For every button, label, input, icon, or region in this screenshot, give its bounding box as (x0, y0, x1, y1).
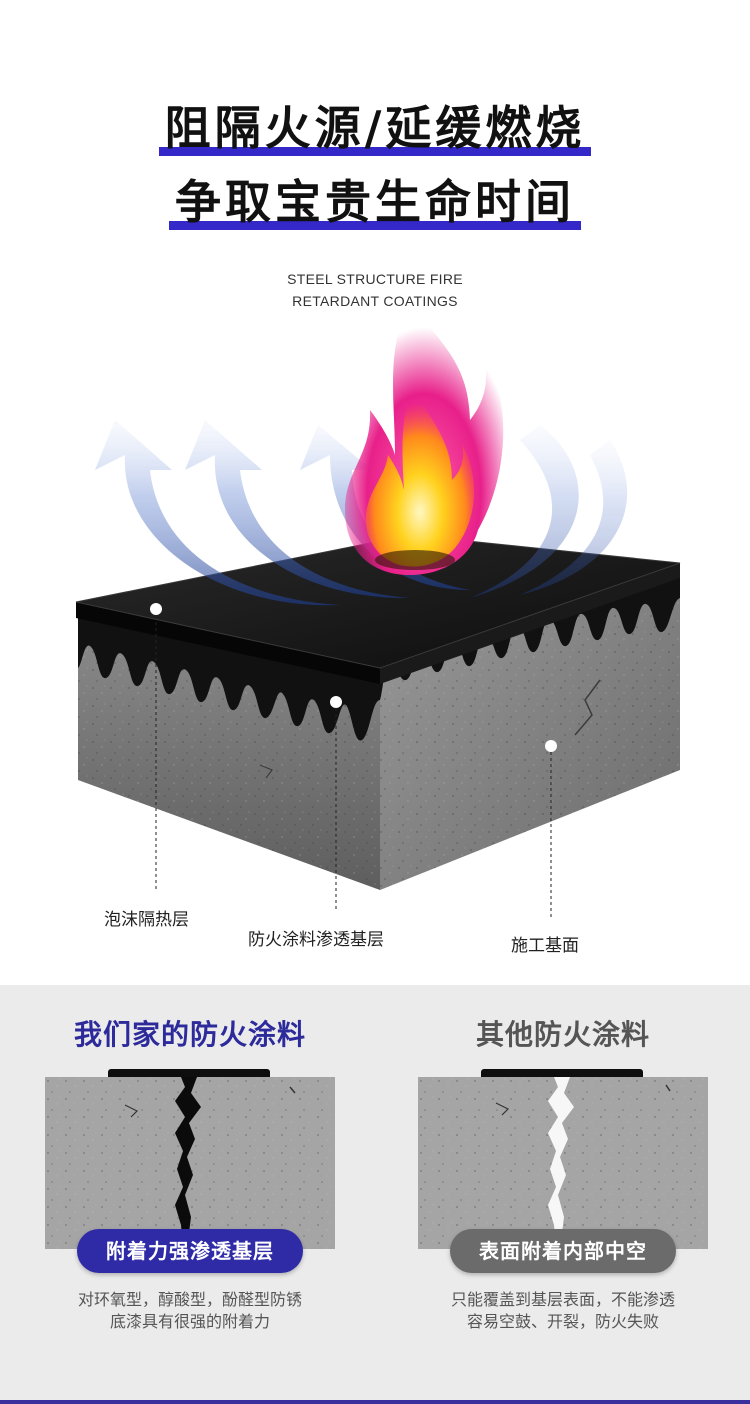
label-substrate: 施工基面 (511, 936, 579, 956)
headline-text-2: 争取宝贵生命时间 (169, 166, 581, 232)
plate-side-edge (380, 563, 680, 684)
headline-line-1: 阻隔火源/延缓燃烧 (0, 92, 750, 158)
plate-front-edge (76, 602, 380, 684)
hollow-crack (548, 1077, 574, 1249)
others-badge: 表面附着内部中空 (450, 1229, 676, 1273)
headline-text-1: 阻隔火源/延缓燃烧 (158, 92, 592, 158)
substrate-marker-dot (545, 740, 557, 752)
english-caption-line-2: RETARDANT COATINGS (292, 293, 458, 309)
others-desc-line-2: 容易空鼓、开裂，防火失败 (466, 1312, 659, 1331)
headline-line-2: 争取宝贵生命时间 (0, 166, 750, 232)
ours-desc-line-2: 底漆具有很强的附着力 (109, 1312, 270, 1331)
ours-crack-panel (45, 1077, 335, 1249)
others-description: 只能覆盖到基层表面，不能渗透 容易空鼓、开裂，防火失败 (398, 1289, 728, 1333)
ours-badge: 附着力强渗透基层 (77, 1229, 303, 1273)
label-leaders (155, 610, 552, 918)
coating-drips-side (380, 575, 680, 700)
bottom-accent-line (0, 1400, 750, 1404)
ours-column: 我们家的防火涂料 附着力强渗透基层 对环氧型，醇酸型，酚醛型防锈 底漆具有很强的… (25, 985, 355, 1404)
penetration-marker-dot (330, 696, 342, 708)
others-column: 其他防火涂料 表面附着内部中空 只能覆盖到基层表面，不能渗透 容易空鼓、开裂，防… (398, 985, 728, 1404)
label-foam-layer: 泡沫隔热层 (104, 910, 189, 930)
flame-icon (345, 300, 504, 575)
ours-desc-line-1: 对环氧型，醇酸型，酚醛型防锈 (77, 1290, 302, 1309)
ours-description: 对环氧型，醇酸型，酚醛型防锈 底漆具有很强的附着力 (25, 1289, 355, 1333)
others-title: 其他防火涂料 (475, 1018, 650, 1051)
others-crack-panel (418, 1077, 708, 1249)
heat-deflection-arrows (95, 420, 628, 606)
others-desc-line-1: 只能覆盖到基层表面，不能渗透 (450, 1290, 675, 1309)
filled-crack (175, 1077, 201, 1249)
coating-drips-front (78, 615, 380, 741)
coating-layer-illustration: 泡沫隔热层 防火涂料渗透基层 施工基面 (0, 300, 750, 980)
label-penetration-layer: 防火涂料渗透基层 (248, 930, 384, 950)
english-caption: STEEL STRUCTURE FIRE RETARDANT COATINGS (0, 268, 750, 312)
english-caption-line-1: STEEL STRUCTURE FIRE (287, 271, 463, 287)
comparison-section: 我们家的防火涂料 附着力强渗透基层 对环氧型，醇酸型，酚醛型防锈 底漆具有很强的… (0, 985, 750, 1404)
foam-marker-dot (150, 603, 162, 615)
layer-diagram (75, 300, 681, 918)
ours-title: 我们家的防火涂料 (73, 1018, 306, 1051)
